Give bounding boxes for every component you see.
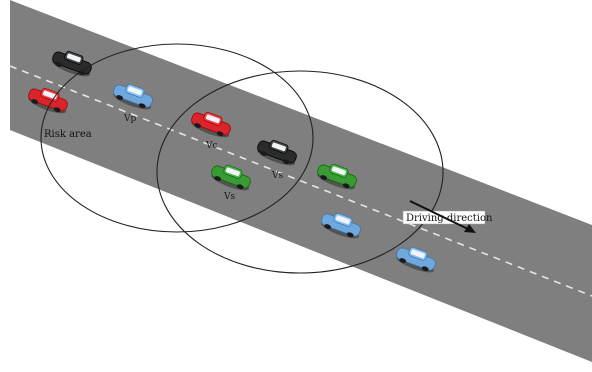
risk-area-circle-1 <box>40 43 314 233</box>
vs-label-near: Vs <box>271 171 283 181</box>
car-blue-2 <box>321 213 361 239</box>
driving-direction-arrow-shaft <box>409 200 471 231</box>
car-green-2 <box>317 164 357 190</box>
vp-label: Vp <box>123 114 136 124</box>
risk-area-circle-2 <box>156 70 444 274</box>
driving-direction-arrowhead <box>464 224 476 233</box>
car-blue-vp <box>113 84 153 110</box>
car-green-vs <box>211 165 251 191</box>
vs-label-lower: Vs <box>223 192 235 202</box>
car-blue-3 <box>396 247 436 273</box>
vehicles-layer <box>28 51 436 273</box>
risk-area-label: Risk area <box>44 129 92 140</box>
car-red-vc <box>191 112 231 138</box>
car-red-1 <box>28 88 68 114</box>
car-black-vs <box>257 140 297 166</box>
vc-label: Vc <box>205 141 218 151</box>
driving-direction-label: Driving direction <box>406 213 493 224</box>
lane-divider <box>9 65 592 297</box>
